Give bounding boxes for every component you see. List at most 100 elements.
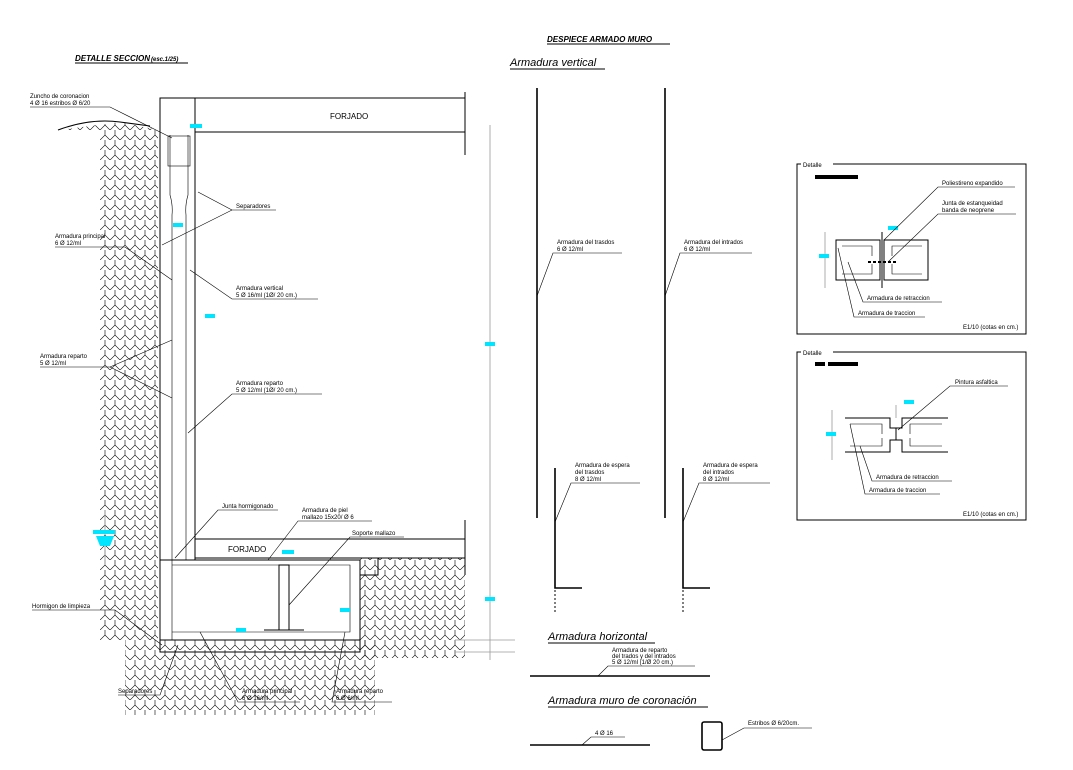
marker-c <box>205 314 215 318</box>
detail-1-tag-bg <box>801 160 833 168</box>
espera-trasdos-3: 8 Ø 12/ml <box>575 477 601 483</box>
label-zuncho-1: Zuncho de coronacion <box>30 94 89 100</box>
soil-hatch-left <box>60 122 158 640</box>
coronacion-heading: Armadura muro de coronación <box>547 695 697 707</box>
label-principal-bottom-2: 6 Ø 16/ml <box>242 696 268 702</box>
leader-separadores-a <box>161 209 276 246</box>
detail-2-marker-a <box>826 432 836 436</box>
section-detail: DETALLE SECCION (esc.1/25) FORJADO FORJA… <box>30 54 515 715</box>
detail-2-pintura: Pintura asfaltica <box>955 380 998 386</box>
leader-reparto-left-b <box>109 366 173 399</box>
wall-rebar-outer <box>169 135 173 640</box>
label-reparto-right-2: 5 Ø 12/ml (1Ø/ 20 cm.) <box>236 388 297 394</box>
leader-zuncho <box>30 106 173 139</box>
detail-1-leader-junta <box>887 213 1016 263</box>
detail-2-leader-pintura <box>897 385 1008 431</box>
dim-marker-2 <box>485 597 495 601</box>
dim-marker-1 <box>485 342 495 346</box>
label-principal-2: 6 Ø 12/ml <box>55 241 81 247</box>
trasdos-2: 6 Ø 12/ml <box>557 247 583 253</box>
detail-1-junta-1: Junta de estanqueidad <box>942 201 1003 207</box>
label-reparto-bottom-1: Armadura reparto <box>336 689 384 695</box>
label-reparto-left-2: 5 Ø 12/ml <box>40 361 66 367</box>
leader-soporte <box>288 536 404 606</box>
label-reparto-left-1: Armadura reparto <box>40 354 88 360</box>
detail-1-tag: Detalle <box>803 163 822 169</box>
leader-horizontal <box>597 665 695 677</box>
footing-outline <box>159 559 361 641</box>
footing-rebar <box>172 564 351 633</box>
label-junta: Junta hormigonado <box>222 504 274 510</box>
detail-2-retraccion: Armadura de retraccion <box>876 475 939 481</box>
soil-hatch-bottom <box>125 640 375 715</box>
horizontal-2: del trados y del intrados <box>612 654 676 660</box>
bar-espera-intrados <box>682 468 710 589</box>
detail-1-right-block <box>883 239 929 281</box>
detail-1-traccion: Armadura de traccion <box>858 311 915 317</box>
detail-2-right-block <box>895 417 948 453</box>
trasdos-1: Armadura del trasdos <box>557 240 614 246</box>
vertical-heading: Armadura vertical <box>509 57 597 69</box>
detail-2-marker-b <box>904 400 914 404</box>
leader-piel <box>267 520 372 561</box>
detail-1-left-rebar <box>842 245 873 275</box>
marker-e <box>236 628 246 632</box>
label-vertical-1: Armadura vertical <box>236 286 283 292</box>
leader-trasdos <box>536 252 622 297</box>
forjado-bottom-label: FORJADO <box>228 545 266 554</box>
detail-1-leader-traccion <box>837 247 925 318</box>
espera-intrados-3: 8 Ø 12/ml <box>703 477 729 483</box>
label-vertical-2: 5 Ø 16/ml (1Ø/ 20 cm.) <box>236 293 297 299</box>
leader-coronacion <box>581 736 625 746</box>
detail-1: Detalle Poliestireno expandido Junta de … <box>796 160 1027 335</box>
label-reparto-bottom-2: 6 Ø 6/ml <box>336 696 359 702</box>
detail-2-title-bar-a <box>815 362 825 366</box>
soil-hatch-right <box>360 558 465 658</box>
detail-1-leader-poli <box>883 186 1015 241</box>
intrados-1: Armadura del intrados <box>684 240 743 246</box>
leader-reparto-right <box>187 393 322 434</box>
estribos-label: Estribos Ø 6/20cm. <box>748 721 799 727</box>
detail-2-leader-retraccion <box>859 445 952 482</box>
estribo-shape <box>701 721 723 751</box>
marker-a <box>190 124 202 128</box>
espera-intrados-1: Armadura de espera <box>703 463 758 469</box>
detail-2-tag: Detalle <box>803 351 822 357</box>
label-piel-1: Armadura de piel <box>302 508 348 514</box>
wall-outline <box>159 97 196 561</box>
leader-reparto-bottom <box>331 631 392 703</box>
leader-intrados <box>664 252 752 297</box>
detail-1-scale: E1/10 (cotas en cm.) <box>963 325 1018 331</box>
leader-espera-intrados <box>682 482 770 523</box>
wall-rebar-inner <box>185 135 189 560</box>
level-marker <box>93 510 115 565</box>
espera-trasdos-1: Armadura de espera <box>575 463 630 469</box>
horizontal-1: Armadura de reparto <box>612 648 668 654</box>
leader-limpieza <box>32 609 163 646</box>
label-principal-1: Armadura principal <box>55 234 105 240</box>
espera-trasdos-2: del trasdos <box>575 470 604 476</box>
intrados-2: 6 Ø 12/ml <box>684 247 710 253</box>
ground-line <box>57 120 151 131</box>
despiece: DESPIECE ARMADO MURO Armadura vertical A… <box>509 35 812 751</box>
leader-estribos <box>721 727 812 741</box>
leader-principal-bottom <box>199 631 300 703</box>
label-separadores-bottom: Separadores <box>118 689 152 695</box>
despiece-title: DESPIECE ARMADO MURO <box>547 35 653 44</box>
detail-1-left-block <box>835 239 881 281</box>
leader-separadores-bottom <box>118 644 179 696</box>
marker-d <box>282 550 294 554</box>
label-zuncho-2: 4 Ø 16 estribos Ø 6/20 <box>30 101 91 107</box>
leader-vertical <box>189 269 318 300</box>
section-title-scale: (esc.1/25) <box>151 57 178 63</box>
forjado-top-label: FORJADO <box>330 112 368 121</box>
marker-f <box>340 608 350 612</box>
lean-concrete <box>159 639 361 653</box>
section-title: DETALLE SECCION <box>75 54 150 63</box>
label-piel-2: mallazo 15x20/ Ø 6 <box>302 515 354 521</box>
detail-2-left-rebar <box>850 423 883 447</box>
detail-1-leader-retraccion <box>847 261 942 303</box>
detail-2-leader-traccion <box>849 423 940 495</box>
zuncho-stirrup <box>167 135 191 167</box>
bar-espera-trasdos <box>554 468 582 589</box>
